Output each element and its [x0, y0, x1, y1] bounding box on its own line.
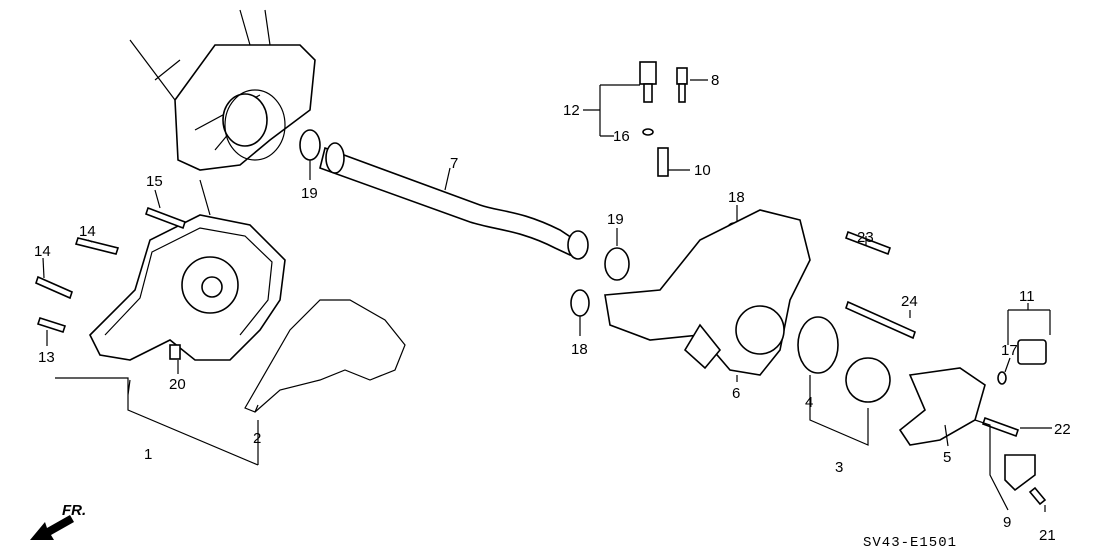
callout-10: 10 [694, 162, 711, 179]
front-arrow-icon [30, 515, 74, 540]
callout-21: 21 [1039, 527, 1056, 544]
callout-6: 6 [732, 385, 740, 402]
callout-18a: 18 [728, 189, 745, 206]
callout-17: 17 [1001, 342, 1018, 359]
callout-13: 13 [38, 349, 55, 366]
callout-24: 24 [901, 293, 918, 310]
callout-23: 23 [857, 229, 874, 246]
callout-19a: 19 [301, 185, 318, 202]
leader-lines [42, 79, 1052, 512]
water-pump-gasket [244, 299, 406, 413]
callout-18b: 18 [571, 341, 588, 358]
callout-12: 12 [563, 102, 580, 119]
callout-8: 8 [711, 72, 719, 89]
sensors [639, 61, 1047, 385]
bolts [35, 206, 1047, 506]
water-passage-pipe [319, 142, 589, 260]
callout-19b: 19 [607, 211, 624, 228]
callout-14b: 14 [34, 243, 51, 260]
callout-22: 22 [1054, 421, 1071, 438]
o-ring-19a [299, 129, 321, 161]
front-marker: FR. [62, 502, 86, 519]
callout-11: 11 [1019, 288, 1035, 305]
callout-2: 2 [253, 430, 261, 447]
water-pump [89, 214, 286, 361]
callout-16: 16 [613, 128, 630, 145]
thermostat-housing [604, 209, 1036, 492]
callout-20: 20 [169, 376, 186, 393]
callout-labels: 12 8 16 10 7 19 19 18 15 14 14 13 20 1 2… [34, 72, 1071, 544]
callout-1: 1 [144, 446, 152, 463]
engine-block [129, 9, 316, 171]
callout-3: 3 [835, 459, 843, 476]
callout-15: 15 [146, 173, 163, 190]
diagram-code: SV43-E1501 [863, 535, 957, 551]
callout-7: 7 [450, 155, 458, 172]
callout-4: 4 [805, 394, 813, 411]
callout-9: 9 [1003, 514, 1011, 531]
callout-5: 5 [943, 449, 951, 466]
o-ring-19b [604, 247, 630, 281]
callout-14a: 14 [79, 223, 96, 240]
o-ring-18b [570, 289, 590, 317]
